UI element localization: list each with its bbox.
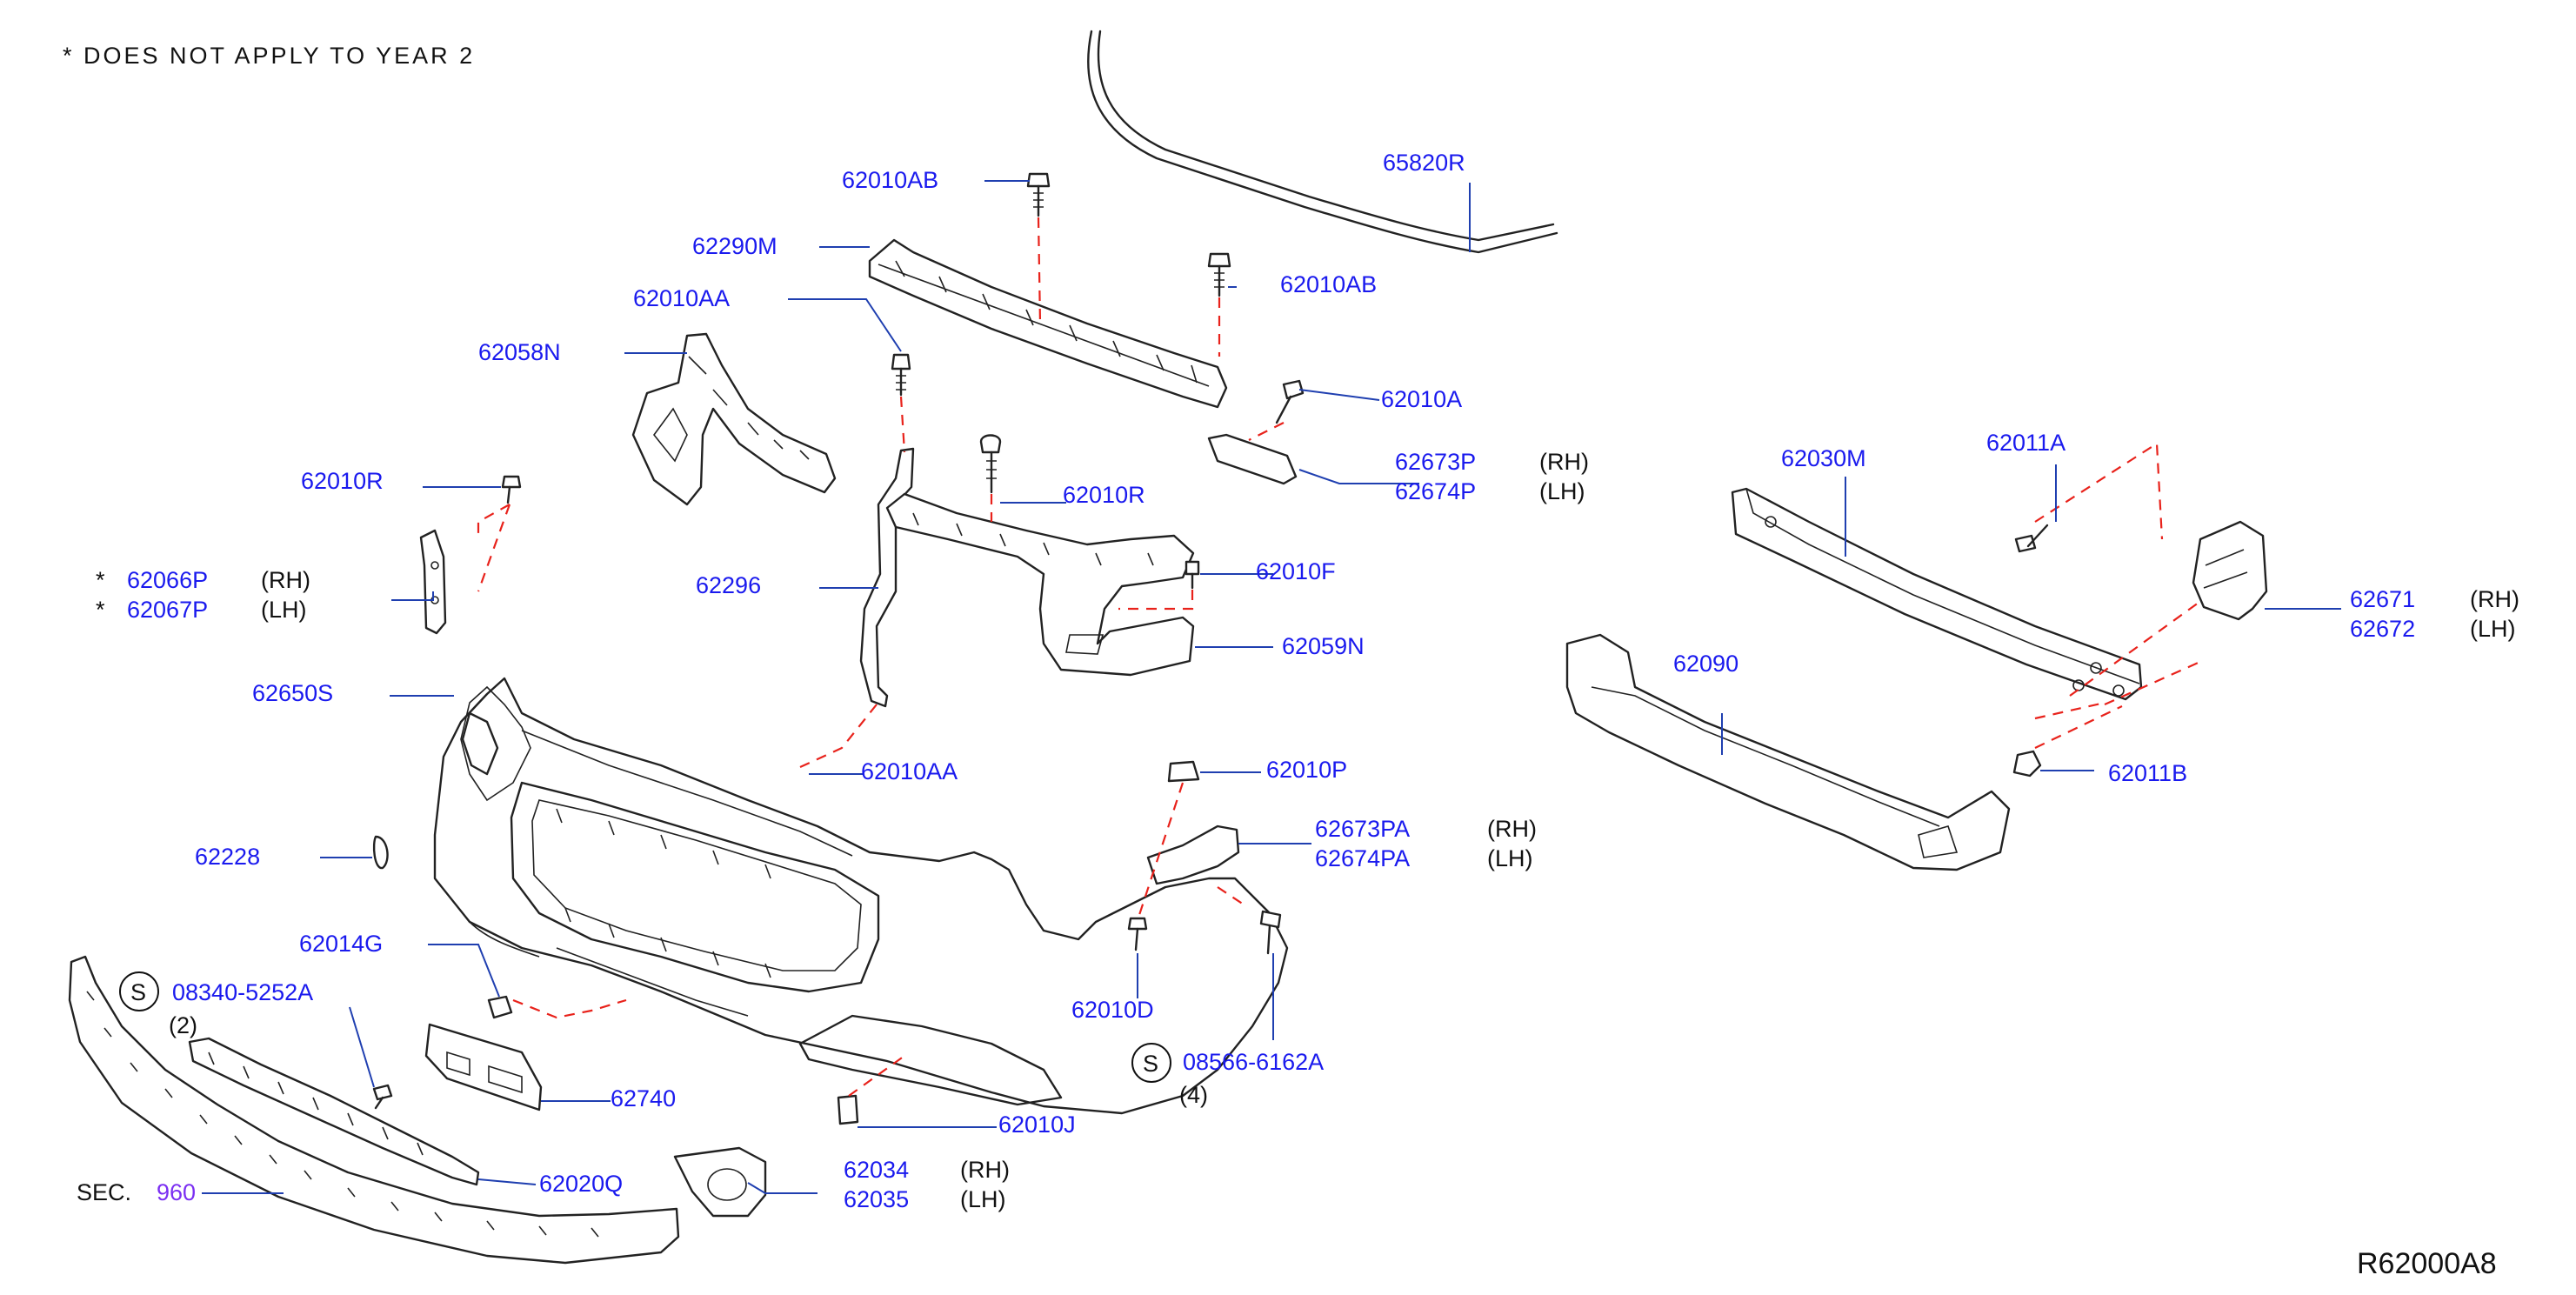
- part-62010AB-bolt-a: [1026, 172, 1051, 217]
- qty-08340: (2): [169, 1012, 197, 1038]
- side-rh-62066P: (RH): [261, 567, 310, 593]
- label-62010F: 62010F: [1256, 558, 1336, 584]
- part-62034-fog-cover: [673, 1146, 767, 1218]
- symbol-s-08566-letter: S: [1143, 1051, 1158, 1077]
- label-62010R-a: 62010R: [301, 468, 384, 494]
- label-62674P: 62674P: [1395, 478, 1476, 504]
- label-62650S: 62650S: [252, 680, 333, 706]
- side-rh-62034: (RH): [960, 1157, 1010, 1183]
- part-62673P-bracket: [1207, 433, 1298, 485]
- label-62030M: 62030M: [1781, 445, 1866, 471]
- part-62066P-bracket: [419, 529, 447, 635]
- side-lh-62067P: (LH): [261, 597, 307, 623]
- side-lh-62674PA: (LH): [1487, 845, 1533, 871]
- label-62010AA-a: 62010AA: [633, 285, 730, 311]
- part-62058N-bracket: [631, 332, 837, 506]
- star-62066P: *: [96, 567, 105, 593]
- label-62673P: 62673P: [1395, 449, 1476, 475]
- label-62010AB-a: 62010AB: [842, 167, 938, 193]
- label-62674PA: 62674PA: [1315, 845, 1410, 871]
- label-62010A: 62010A: [1381, 386, 1462, 412]
- section-prefix: SEC.: [77, 1179, 131, 1205]
- star-62067P: *: [96, 597, 105, 623]
- part-62010D-bolt: [1127, 917, 1148, 951]
- part-62010R-bolt-b: [979, 434, 1002, 494]
- side-rh-62671: (RH): [2470, 586, 2519, 612]
- part-62228-pad: [372, 835, 389, 870]
- label-62228: 62228: [195, 844, 260, 870]
- part-62010A-bolt: [1275, 379, 1305, 424]
- section-ref-960[interactable]: 960: [157, 1179, 196, 1205]
- label-62010AA-b: 62010AA: [861, 758, 958, 784]
- part-62030M-beam: [1731, 487, 2143, 701]
- part-62010AA-bolt-a: [891, 353, 911, 397]
- symbol-s-08340-letter: S: [130, 979, 146, 1005]
- part-62650S-fascia: [433, 677, 1289, 1115]
- part-62011B-nut: [2012, 750, 2042, 778]
- label-62020Q: 62020Q: [539, 1171, 623, 1197]
- label-62010J: 62010J: [998, 1111, 1076, 1138]
- label-62290M: 62290M: [692, 233, 777, 259]
- part-62671-bracket: [2192, 520, 2268, 621]
- label-62067P: 62067P: [127, 597, 208, 623]
- side-rh-62673PA: (RH): [1487, 816, 1537, 842]
- part-62014G-grommet: [487, 995, 513, 1019]
- part-62290M-retainer: [868, 238, 1228, 409]
- part-62740-license-bracket: [424, 1023, 543, 1111]
- part-62673PA-bracket: [1146, 824, 1240, 885]
- label-62066P: 62066P: [127, 567, 208, 593]
- part-62010P-clip: [1167, 760, 1200, 783]
- side-rh-62673P: (RH): [1539, 449, 1589, 475]
- part-62090-absorber: [1565, 633, 2011, 871]
- part-08566-screw: [1259, 910, 1282, 955]
- part-62296-stay: [859, 447, 915, 708]
- label-62034: 62034: [844, 1157, 909, 1183]
- label-62673PA: 62673PA: [1315, 816, 1410, 842]
- part-62059N-bracket: [885, 492, 1195, 677]
- label-62740: 62740: [611, 1085, 676, 1111]
- part-62011A-bolt: [2014, 524, 2049, 553]
- label-62010AB-b: 62010AB: [1280, 271, 1377, 297]
- label-62296: 62296: [696, 572, 761, 598]
- label-62014G: 62014G: [299, 931, 383, 957]
- label-62059N: 62059N: [1282, 633, 1365, 659]
- part-08340-screw: [372, 1084, 393, 1110]
- label-08340-5252A: 08340-5252A: [172, 979, 313, 1005]
- side-lh-62674P: (LH): [1539, 478, 1585, 504]
- label-65820R: 65820R: [1383, 150, 1465, 176]
- part-62010F-clip: [1185, 560, 1200, 590]
- side-lh-62035: (LH): [960, 1186, 1006, 1212]
- side-lh-62672: (LH): [2470, 616, 2516, 642]
- symbol-s-08566: S: [1131, 1043, 1171, 1083]
- part-960-lower-spoiler: [68, 955, 680, 1265]
- label-62011A: 62011A: [1986, 430, 2065, 456]
- label-62058N: 62058N: [478, 339, 561, 365]
- label-62090: 62090: [1673, 651, 1738, 677]
- assembly-lines: [477, 217, 2203, 1097]
- qty-08566: (4): [1179, 1082, 1208, 1108]
- part-62010AB-bolt-b: [1207, 252, 1231, 297]
- diagram-code: R62000A8: [2357, 1247, 2497, 1280]
- label-62011B: 62011B: [2108, 760, 2187, 786]
- leader-lines: [202, 180, 2341, 1194]
- label-62010D: 62010D: [1071, 997, 1154, 1023]
- symbol-s-08340: S: [119, 971, 159, 1011]
- part-65820R-strip: [1087, 30, 1558, 254]
- label-62672: 62672: [2350, 616, 2415, 642]
- label-62671: 62671: [2350, 586, 2415, 612]
- label-62010R-b: 62010R: [1063, 482, 1145, 508]
- label-08566-6162A: 08566-6162A: [1183, 1049, 1324, 1075]
- label-62010P: 62010P: [1266, 757, 1347, 783]
- part-62010R-screw-a: [501, 475, 522, 504]
- part-62010J-clip: [837, 1094, 859, 1125]
- label-62035: 62035: [844, 1186, 909, 1212]
- part-62020Q-grille: [188, 1037, 480, 1186]
- applicability-note: * DOES NOT APPLY TO YEAR 2: [63, 43, 475, 69]
